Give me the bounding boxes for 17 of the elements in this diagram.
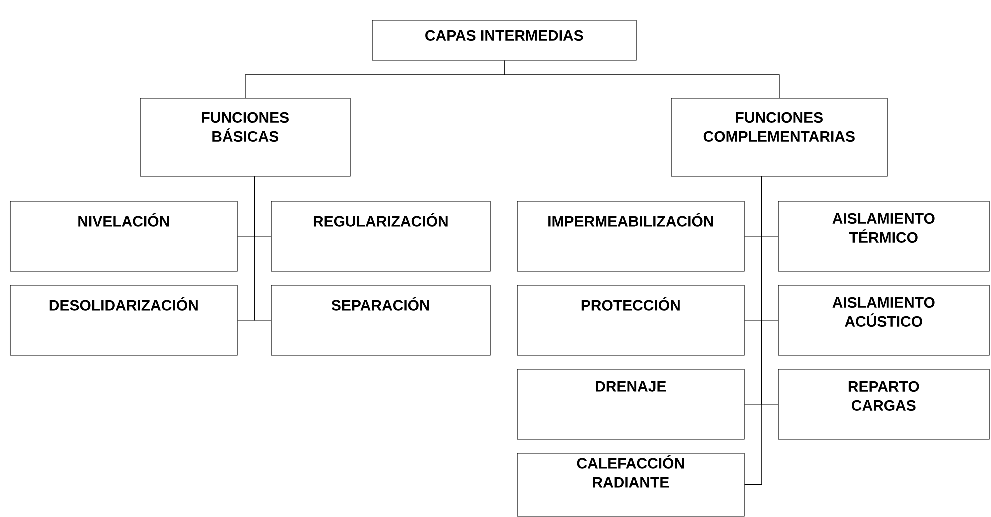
connector-line [744,176,762,486]
function-box: AISLAMIENTO ACÚSTICO [778,285,990,356]
connector-line [504,60,780,98]
function-box: PROTECCIÓN [517,285,745,356]
function-box: IMPERMEABILIZACIÓN [517,201,745,272]
category-box: FUNCIONES BÁSICAS [140,98,351,177]
function-box: NIVELACIÓN [10,201,238,272]
function-box: REPARTO CARGAS [778,369,990,440]
connector-line [254,176,272,321]
function-box: REGULARIZACIÓN [271,201,491,272]
function-box: AISLAMIENTO TÉRMICO [778,201,990,272]
function-box: DRENAJE [517,369,745,440]
function-box: SEPARACIÓN [271,285,491,356]
function-box: DESOLIDARIZACIÓN [10,285,238,356]
category-box: FUNCIONES COMPLEMENTARIAS [671,98,888,177]
title-box: CAPAS INTERMEDIAS [372,20,637,61]
function-box: CALEFACCIÓN RADIANTE [517,453,745,517]
